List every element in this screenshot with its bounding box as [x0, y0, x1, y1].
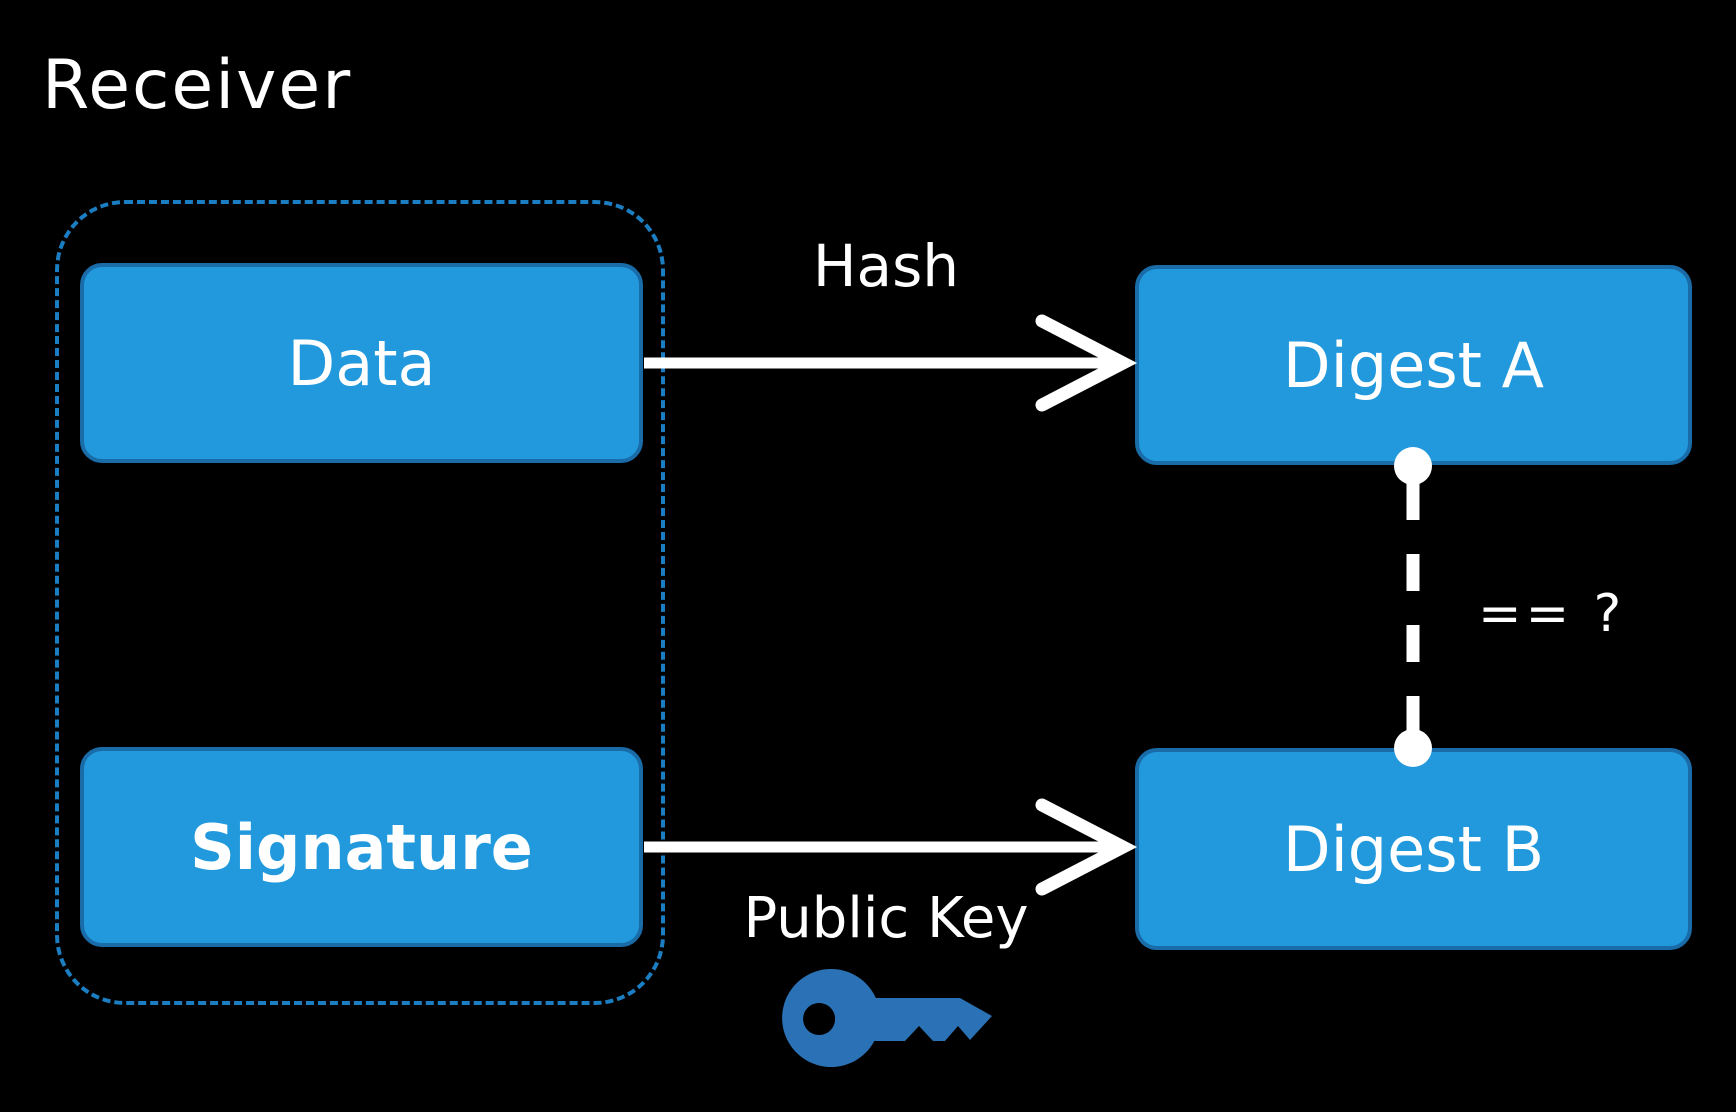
- digest-a-node-label: Digest A: [1282, 328, 1545, 402]
- comparison-label: == ?: [1478, 584, 1626, 644]
- digest-b-node-label: Digest B: [1282, 812, 1545, 886]
- signature-node: Signature: [80, 747, 643, 947]
- key-head: [782, 969, 881, 1067]
- key-icon: [782, 969, 992, 1067]
- signature-arrowhead-icon: [1035, 798, 1138, 896]
- public-key-arrow-label: Public Key: [743, 886, 1029, 951]
- digest-a-node: Digest A: [1135, 265, 1692, 465]
- data-node-label: Data: [287, 326, 436, 400]
- signature-arrow: [644, 798, 1138, 896]
- signature-node-label: Signature: [190, 810, 533, 884]
- hash-arrow: [644, 314, 1138, 412]
- page-title: Receiver: [42, 46, 353, 125]
- digest-b-node: Digest B: [1135, 748, 1692, 950]
- key-shaft: [858, 998, 992, 1041]
- comparison-connector: [1394, 447, 1432, 767]
- hash-arrowhead-icon: [1035, 314, 1138, 412]
- data-node: Data: [80, 263, 643, 463]
- receiver-group-outline: [55, 200, 665, 1005]
- hash-arrow-label: Hash: [812, 232, 960, 300]
